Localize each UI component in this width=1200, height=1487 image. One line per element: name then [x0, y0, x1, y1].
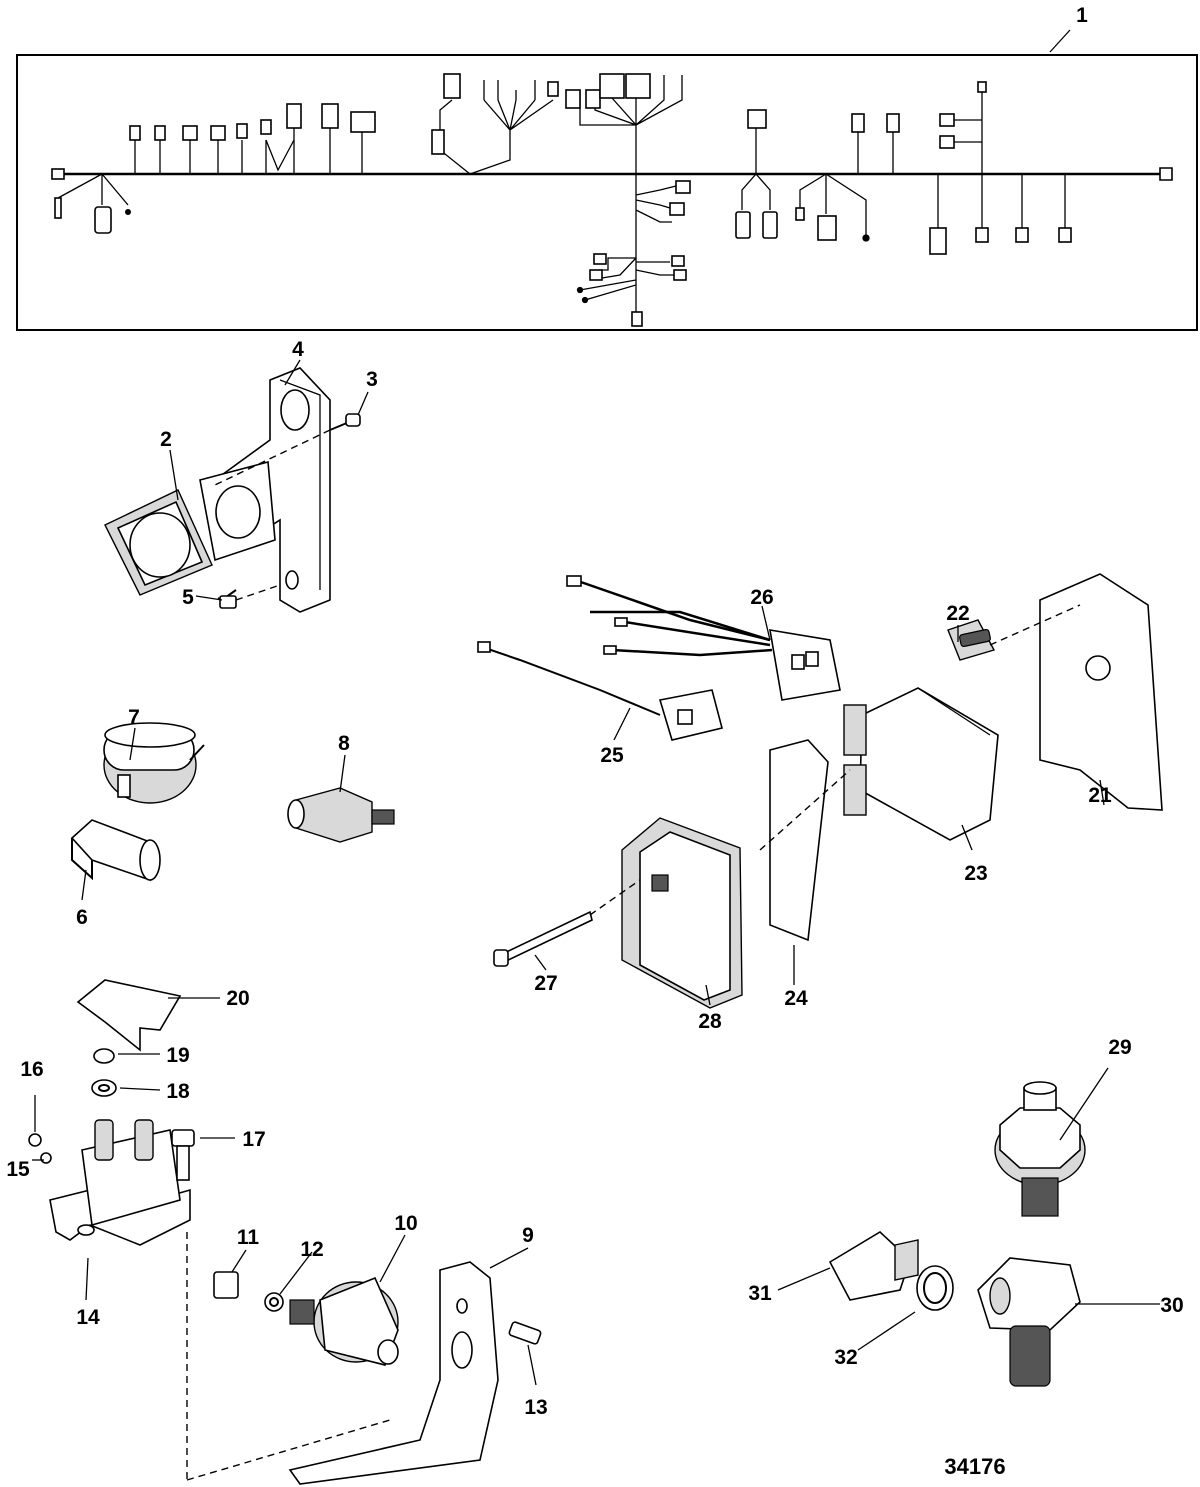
solenoid-assembly	[28, 979, 391, 1481]
control-module-assembly	[493, 573, 1163, 1009]
sensor-group-left	[70, 722, 395, 882]
callout-11: 11	[237, 1226, 260, 1249]
callout-3: 3	[366, 368, 378, 391]
callout-23: 23	[964, 862, 987, 885]
wiring-harness-panel	[16, 54, 1198, 331]
callout-19: 19	[166, 1044, 189, 1067]
callout-1: 1	[1076, 4, 1088, 27]
callout-8: 8	[338, 732, 350, 755]
callout-26: 26	[750, 586, 773, 609]
callout-leader-lines	[32, 29, 1160, 1386]
callout-5: 5	[182, 586, 194, 609]
callout-4: 4	[292, 338, 304, 361]
mounting-bracket-assembly	[104, 367, 361, 613]
callout-17: 17	[242, 1128, 265, 1151]
callout-9: 9	[522, 1224, 534, 1247]
callout-2: 2	[160, 428, 172, 451]
callout-22: 22	[946, 602, 969, 625]
callout-28: 28	[698, 1010, 722, 1033]
callout-13: 13	[524, 1396, 547, 1419]
wire-adapter-harness	[477, 575, 841, 741]
sender-bracket-assembly	[213, 1261, 542, 1485]
callout-16: 16	[20, 1058, 43, 1081]
callout-labels: 1 2 3 4 5 6 7 8 9 10 11 12 13 14 15 16 1…	[6, 4, 1183, 1479]
callout-29: 29	[1108, 1036, 1131, 1059]
callout-15: 15	[6, 1158, 30, 1181]
callout-18: 18	[166, 1080, 190, 1103]
callout-25: 25	[600, 744, 624, 767]
callout-7: 7	[128, 706, 140, 729]
callout-20: 20	[226, 987, 249, 1010]
callout-10: 10	[394, 1212, 417, 1235]
callout-31: 31	[748, 1282, 772, 1305]
callout-6: 6	[76, 906, 88, 929]
callout-14: 14	[76, 1306, 100, 1329]
callout-27: 27	[534, 972, 557, 995]
callout-24: 24	[784, 987, 808, 1010]
fitting-group-right	[828, 1081, 1086, 1387]
callout-30: 30	[1160, 1294, 1183, 1317]
callout-21: 21	[1088, 784, 1112, 807]
callout-32: 32	[834, 1346, 857, 1369]
figure-reference-number: 34176	[944, 1454, 1005, 1479]
callout-12: 12	[300, 1238, 323, 1261]
